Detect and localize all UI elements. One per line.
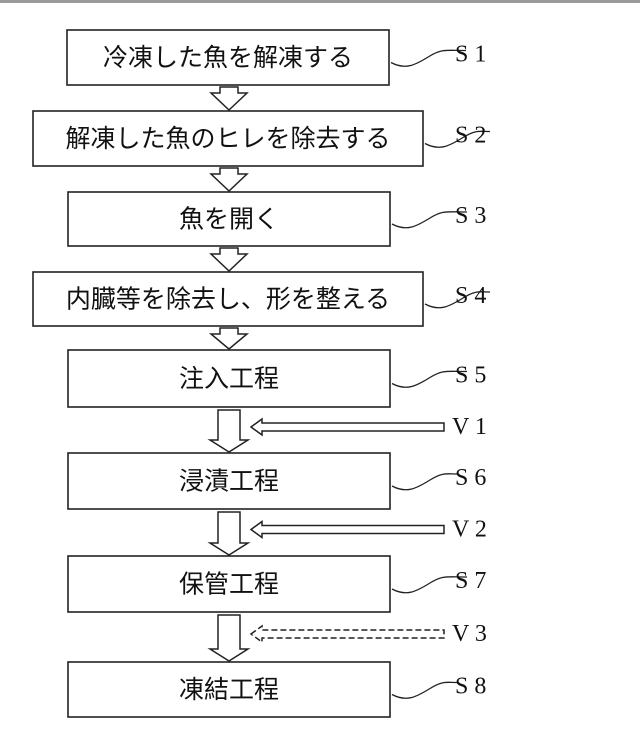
step-s3: 魚を開く S 3 <box>68 192 486 246</box>
step-text: 注入工程 <box>179 364 279 393</box>
step-label: S 2 <box>455 123 486 149</box>
step-s8: 凍結工程 S 8 <box>68 662 486 717</box>
step-label: S 6 <box>455 465 486 491</box>
input-v3: V 3 <box>251 621 487 647</box>
down-arrow-icon <box>211 328 247 349</box>
down-arrow-icon <box>210 410 248 452</box>
step-s2: 解凍した魚のヒレを除去する S 2 <box>33 111 490 166</box>
step-label: S 4 <box>455 283 486 309</box>
step-text: 凍結工程 <box>179 675 279 704</box>
input-label: V 2 <box>452 517 487 543</box>
input-v2: V 2 <box>251 517 487 543</box>
leader-line <box>392 474 457 490</box>
step-text: 冷凍した魚を解凍する <box>103 43 353 72</box>
left-arrow-icon <box>251 626 444 642</box>
step-label: S 7 <box>455 568 486 594</box>
input-label: V 1 <box>452 414 487 440</box>
left-arrow-icon <box>251 522 444 538</box>
step-text: 保管工程 <box>179 570 279 599</box>
leader-line <box>392 682 457 698</box>
input-label: V 3 <box>452 621 487 647</box>
down-arrow-icon <box>211 168 247 191</box>
down-arrow-icon <box>210 615 248 661</box>
down-arrow-icon <box>211 248 247 271</box>
down-arrow-icon <box>211 87 247 110</box>
input-v1: V 1 <box>251 414 487 440</box>
step-label: S 5 <box>455 363 486 389</box>
step-text: 浸漬工程 <box>179 467 279 496</box>
step-label: S 1 <box>455 42 486 68</box>
step-s4: 内臓等を除去し、形を整える S 4 <box>33 272 490 326</box>
step-text: 解凍した魚のヒレを除去する <box>65 124 390 153</box>
step-label: S 8 <box>455 674 486 700</box>
step-s5: 注入工程 S 5 <box>68 350 486 407</box>
down-arrow-icon <box>210 512 248 555</box>
left-arrow-icon <box>251 419 444 435</box>
step-text: 魚を開く <box>179 205 279 234</box>
step-text: 内臓等を除去し、形を整える <box>66 285 390 314</box>
step-s7: 保管工程 S 7 <box>68 556 486 612</box>
step-s1: 冷凍した魚を解凍する S 1 <box>67 30 486 85</box>
step-label: S 3 <box>455 203 486 229</box>
step-s6: 浸漬工程 S 6 <box>68 453 486 509</box>
